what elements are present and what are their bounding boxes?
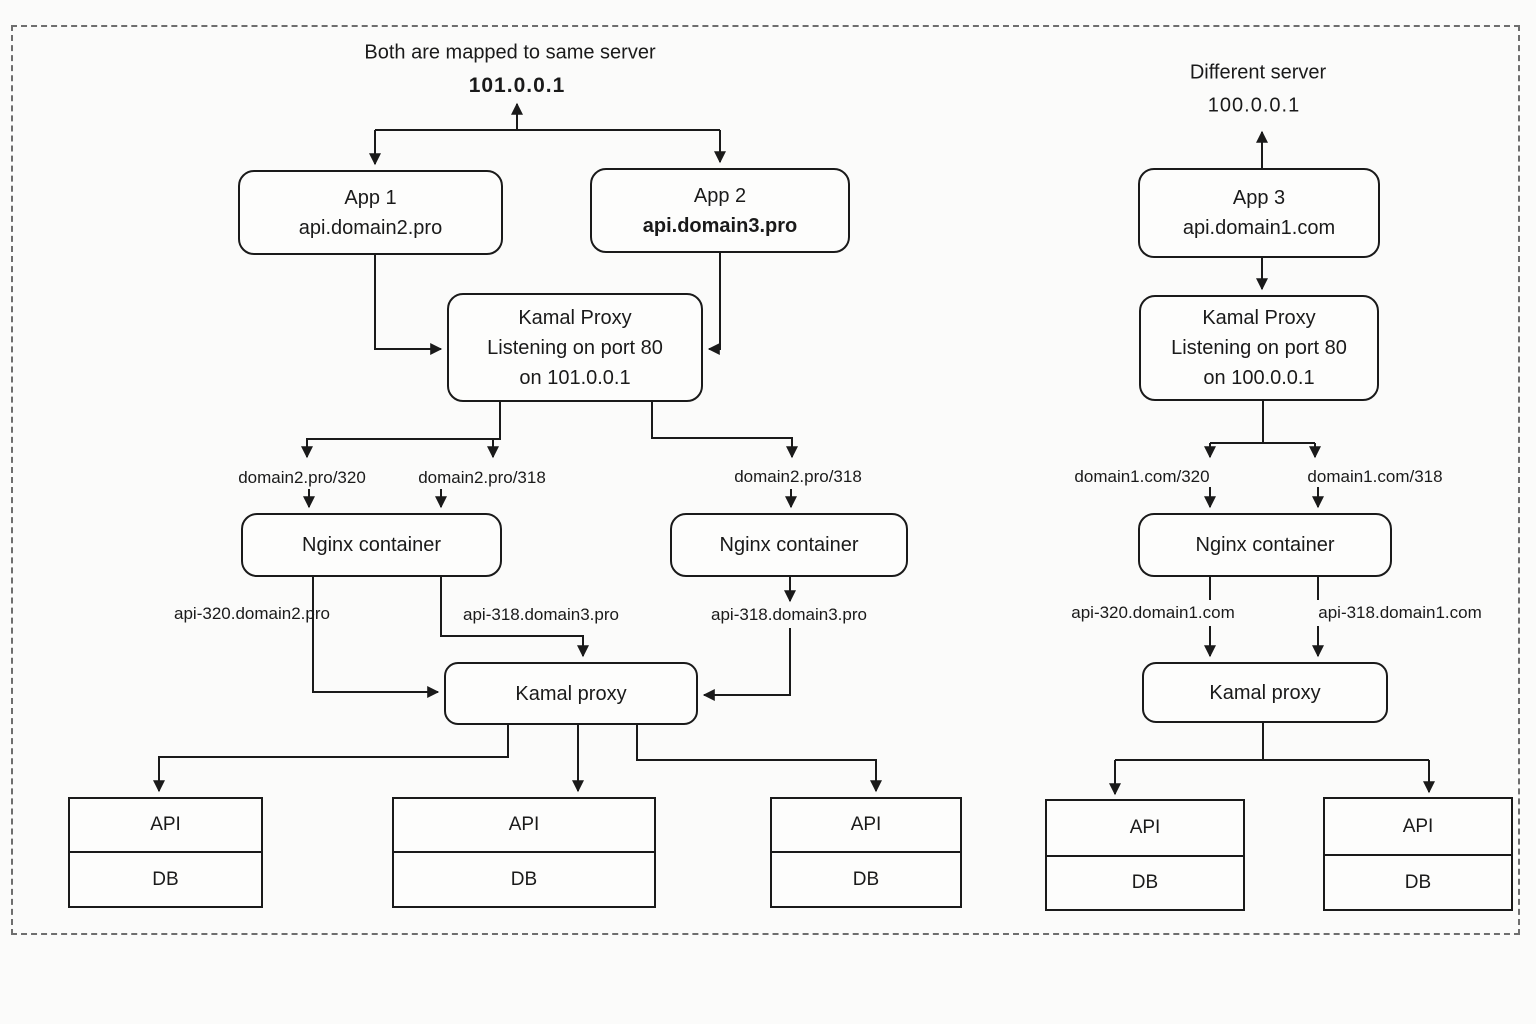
route-label-domain1-318: domain1.com/318 [1307, 467, 1443, 486]
stack-2: API DB [392, 797, 656, 908]
host-label-api320-domain2: api-320.domain2.pro [174, 604, 330, 623]
kamal-proxy-right-line2: Listening on port 80 [1171, 337, 1347, 359]
kamal-proxy-bottom-right-node: Kamal proxy [1142, 662, 1388, 723]
route-label-domain2-318: domain2.pro/318 [418, 468, 546, 487]
kamal-proxy-line2: Listening on port 80 [487, 336, 663, 359]
kamal-proxy-bottom-right-label: Kamal proxy [1209, 681, 1321, 704]
nginx-right-node: Nginx container [670, 513, 908, 577]
nginx-left-label: Nginx container [302, 534, 441, 556]
stack-3-db: DB [772, 851, 960, 906]
kamal-proxy-bottom-left-node: Kamal proxy [444, 662, 698, 725]
host-label-api318-domain3: api-318.domain3.pro [463, 605, 619, 624]
kamal-proxy-line1: Kamal Proxy [518, 306, 632, 329]
wire-kp2-to-stack1 [153, 725, 509, 793]
route-label-domain1-320: domain1.com/320 [1074, 467, 1210, 486]
nginx-node-right-section: Nginx container [1138, 513, 1392, 577]
wire-app1-to-kamalproxy1 [374, 255, 443, 355]
nginx-left-node: Nginx container [241, 513, 502, 577]
app2-node: App 2 api.domain3.pro [590, 168, 850, 253]
host-label-api320-domain1: api-320.domain1.com [1071, 603, 1235, 622]
kamal-proxy-line3: on 101.0.0.1 [519, 366, 631, 389]
wire-nginx1-to-kp2-top [440, 577, 589, 658]
right-header-title: Different server [1189, 61, 1327, 84]
nginx-right-label: Nginx container [719, 534, 859, 556]
route-label-domain2-320: domain2.pro/320 [238, 468, 366, 487]
stack-2-db: DB [394, 851, 654, 906]
app2-name: App 2 [693, 184, 747, 207]
host-label-api318-domain3-right: api-318.domain3.pro [711, 605, 867, 624]
stack-4-db: DB [1047, 855, 1243, 909]
stack-5: API DB [1323, 797, 1513, 911]
stack-5-db: DB [1325, 854, 1511, 909]
app1-node: App 1 api.domain2.pro [238, 170, 503, 255]
left-header-ip: 101.0.0.1 [468, 74, 566, 97]
stack-5-api: API [1402, 815, 1434, 837]
kamal-proxy-bottom-left-label: Kamal proxy [515, 682, 627, 705]
stack-2-api: API [508, 814, 540, 835]
host-label-api318-domain1: api-318.domain1.com [1318, 603, 1482, 622]
wire-kp1-split-right [651, 402, 798, 459]
wire-kp2-to-stack3 [636, 725, 882, 793]
stack-1: API DB [68, 797, 263, 908]
stack-3-api: API [850, 814, 882, 835]
right-header-ip: 100.0.0.1 [1207, 94, 1301, 117]
kamal-proxy-top-right-node: Kamal Proxy Listening on port 80 on 100.… [1139, 295, 1379, 401]
diagram-frame [11, 25, 1520, 935]
stack-4: API DB [1045, 799, 1245, 911]
route-label-domain2-318-right: domain2.pro/318 [734, 467, 862, 486]
wire-kp1-split-left [301, 402, 501, 459]
wire-nginx2-to-kp2-right [702, 628, 791, 701]
app3-name: App 3 [1232, 187, 1286, 209]
kamal-proxy-right-line3: on 100.0.0.1 [1203, 367, 1315, 389]
app2-domain: api.domain3.pro [642, 214, 798, 237]
left-header-title: Both are mapped to same server [364, 41, 656, 64]
app3-domain: api.domain1.com [1182, 217, 1336, 239]
stack-4-api: API [1129, 817, 1161, 838]
stack-1-api: API [150, 814, 181, 835]
kamal-proxy-top-left-node: Kamal Proxy Listening on port 80 on 101.… [447, 293, 703, 402]
app1-name: App 1 [344, 186, 397, 209]
app1-domain: api.domain2.pro [298, 216, 443, 239]
wire-nginx1-to-kp2-left [312, 577, 440, 698]
kamal-proxy-right-line1: Kamal Proxy [1202, 307, 1316, 329]
app3-node: App 3 api.domain1.com [1138, 168, 1380, 258]
wire-app2-to-kamalproxy1 [707, 253, 721, 355]
stack-3: API DB [770, 797, 962, 908]
stack-1-db: DB [70, 851, 261, 906]
nginx-right-section-label: Nginx container [1195, 534, 1335, 556]
